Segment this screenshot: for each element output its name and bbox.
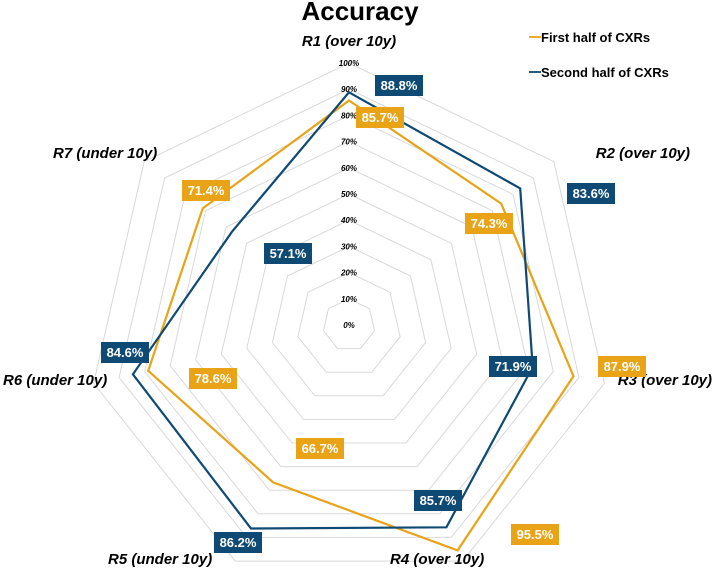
data-label-box: [214, 532, 262, 553]
data-label-first: 78.6%: [189, 368, 237, 389]
data-label-second: 84.6%: [101, 342, 149, 363]
grid-ring: [322, 298, 376, 350]
legend: First half of CXRs Second half of CXRs: [529, 30, 669, 80]
data-label-first: 87.9%: [598, 356, 646, 377]
data-label-box: [465, 213, 513, 234]
category-label: R4 (over 10y): [390, 551, 484, 568]
grid-ring: [169, 141, 529, 491]
series-second-line: [131, 90, 534, 530]
tick-label: 60%: [341, 164, 357, 173]
data-label-box: [414, 490, 462, 511]
data-label-second: 71.9%: [489, 356, 537, 377]
data-label-first: 85.7%: [356, 107, 404, 128]
data-label-text: 95.5%: [517, 527, 554, 542]
data-label-second: 88.8%: [375, 75, 423, 96]
data-label-box: [489, 356, 537, 377]
data-label-text: 66.7%: [302, 441, 339, 456]
legend-label-first: First half of CXRs: [541, 30, 650, 45]
data-label-box: [189, 368, 237, 389]
data-label-text: 86.2%: [220, 535, 257, 550]
legend-item-second: Second half of CXRs: [529, 65, 669, 80]
grid-ring: [246, 219, 452, 420]
data-label-first: 74.3%: [465, 213, 513, 234]
data-label-box: [264, 243, 312, 264]
chart-title: Accuracy: [301, 0, 419, 26]
tick-label: 10%: [341, 295, 357, 304]
grid-ring: [118, 88, 580, 538]
data-label-first: 71.4%: [182, 180, 230, 201]
data-label-text: 85.7%: [420, 493, 457, 508]
data-label-text: 85.7%: [362, 110, 399, 125]
grid-ring: [297, 272, 401, 373]
series-first-line: [146, 99, 575, 552]
grid-ring: [220, 193, 478, 444]
tick-label: 90%: [341, 85, 357, 94]
data-label-text: 74.3%: [471, 216, 508, 231]
grid-ring: [93, 62, 605, 562]
data-label-text: 84.6%: [107, 345, 144, 360]
data-labels: 85.7% 74.3% 87.9% 95.5% 66.7% 78.6% 71.4% 88.8%…: [101, 75, 646, 553]
tick-label: 70%: [341, 138, 357, 147]
data-label-text: 57.1%: [270, 246, 307, 261]
data-label-text: 71.4%: [188, 183, 225, 198]
data-label-box: [182, 180, 230, 201]
category-label: R6 (under 10y): [3, 372, 107, 389]
data-label-text: 83.6%: [573, 186, 610, 201]
data-label-box: [296, 438, 344, 459]
tick-label: 0%: [343, 321, 355, 330]
data-label-text: 87.9%: [604, 359, 641, 374]
category-label: R7 (under 10y): [53, 145, 157, 162]
radial-tick-labels: 0% 10% 20% 30% 40% 50% 60% 70% 80% 90% 100%: [339, 59, 359, 330]
legend-item-first: First half of CXRs: [529, 30, 650, 45]
data-label-box: [598, 356, 646, 377]
category-label: R2 (over 10y): [596, 145, 690, 162]
data-label-second: 57.1%: [264, 243, 312, 264]
series-lines: [131, 90, 575, 552]
data-label-box: [511, 524, 559, 545]
radar-grid: [93, 62, 605, 562]
data-label-text: 88.8%: [381, 78, 418, 93]
data-label-text: 78.6%: [195, 371, 232, 386]
data-label-box: [375, 75, 423, 96]
category-label: R5 (under 10y): [108, 551, 212, 568]
data-label-first: 66.7%: [296, 438, 344, 459]
grid-ring: [144, 114, 554, 515]
grid-ring: [195, 167, 503, 468]
tick-label: 20%: [340, 269, 357, 278]
data-label-box: [567, 183, 615, 204]
tick-label: 80%: [341, 111, 357, 120]
tick-label: 50%: [341, 190, 357, 199]
tick-label: 100%: [339, 59, 359, 68]
data-label-box: [101, 342, 149, 363]
data-label-second: 86.2%: [214, 532, 262, 553]
grid-ring: [271, 245, 427, 397]
data-label-text: 71.9%: [495, 359, 532, 374]
data-label-box: [356, 107, 404, 128]
category-label: R1 (over 10y): [302, 33, 396, 50]
data-label-second: 85.7%: [414, 490, 462, 511]
legend-label-second: Second half of CXRs: [541, 65, 669, 80]
tick-label: 30%: [341, 242, 357, 251]
data-label-second: 83.6%: [567, 183, 615, 204]
tick-label: 40%: [340, 216, 357, 225]
data-label-first: 95.5%: [511, 524, 559, 545]
